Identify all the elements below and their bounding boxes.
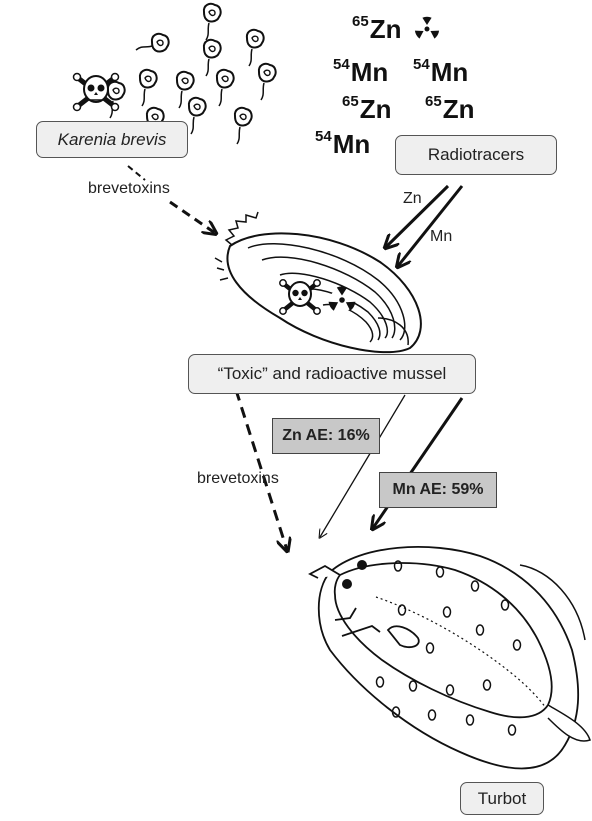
isotope-label: 65Zn (342, 96, 391, 122)
arrow-zn-to-fish (320, 395, 405, 537)
toxin-label: brevetoxins (197, 470, 279, 488)
zn-flow-label: Zn (403, 190, 422, 208)
toxin-label: brevetoxins (88, 180, 170, 198)
isotope-label: 54Mn (315, 131, 370, 157)
zn-ae-badge: Zn AE: 16% (272, 418, 380, 454)
isotope-label: 54Mn (413, 59, 468, 85)
isotope-label: 65Zn (425, 96, 474, 122)
mussel-box: “Toxic” and radioactive mussel (188, 354, 476, 394)
isotope-label: 65Zn (352, 16, 401, 42)
fish-box: Turbot (460, 782, 544, 815)
radiotracers-box: Radiotracers (395, 135, 557, 175)
turbot-icon (310, 547, 590, 768)
isotope-label: 54Mn (333, 59, 388, 85)
arrow-mn-to-fish (373, 398, 462, 528)
organism-box: Karenia brevis (36, 121, 188, 158)
arrow-toxin-to-mussel (128, 166, 215, 233)
mn-flow-label: Mn (430, 228, 452, 246)
radiation-icon (414, 17, 440, 39)
mn-ae-badge: Mn AE: 59% (379, 472, 497, 508)
